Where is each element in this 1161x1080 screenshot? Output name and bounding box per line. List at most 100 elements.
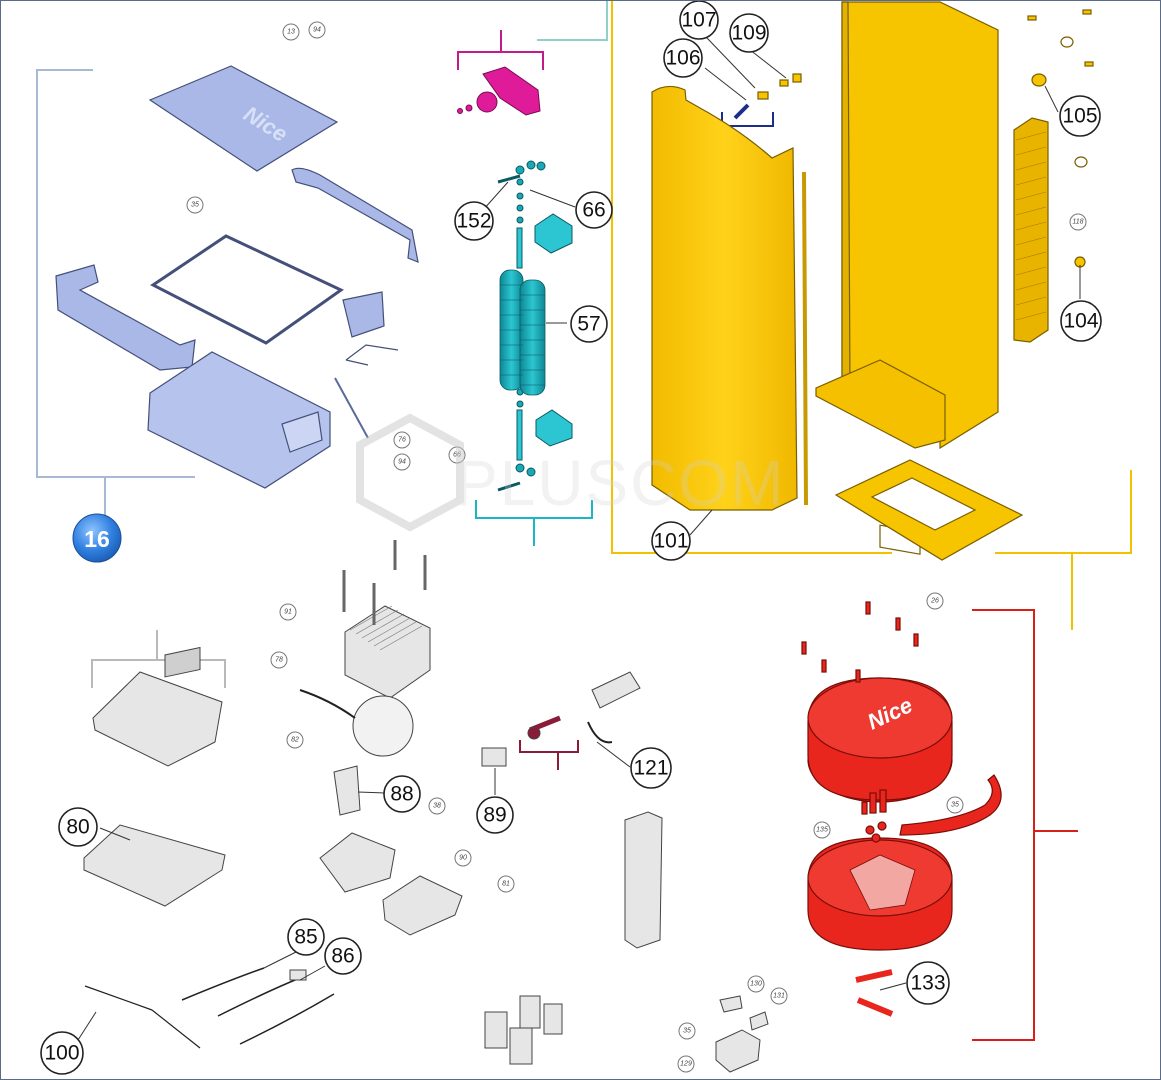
watermark-text: PLUSCOM bbox=[455, 447, 786, 519]
callout-89: 89 bbox=[476, 796, 514, 834]
spring-bracket-bottom bbox=[535, 409, 573, 447]
callout-109: 109 bbox=[729, 13, 769, 53]
svg-text:38: 38 bbox=[433, 803, 441, 810]
part-label-94: 94 bbox=[308, 21, 326, 39]
part-label-90: 90 bbox=[454, 849, 472, 867]
part-label-82: 82 bbox=[286, 731, 304, 749]
left-side-strip bbox=[55, 264, 196, 371]
housing-window bbox=[281, 411, 323, 453]
small-part-labels: 13 94 35 76 94 66 118 26 91 78 82 35 135… bbox=[186, 21, 1087, 1073]
top-lid-panel bbox=[148, 65, 339, 172]
part-label-81: 81 bbox=[497, 875, 515, 893]
svg-text:81: 81 bbox=[502, 881, 510, 888]
callout-86: 86 bbox=[324, 937, 362, 975]
svg-text:152: 152 bbox=[456, 210, 491, 233]
cable-strip bbox=[1013, 117, 1049, 343]
callout-57: 57 bbox=[570, 305, 608, 343]
svg-text:13: 13 bbox=[287, 29, 295, 36]
part-label-35: 35 bbox=[946, 796, 964, 814]
svg-text:133: 133 bbox=[910, 972, 945, 995]
svg-text:89: 89 bbox=[483, 804, 506, 827]
part-label-78: 78 bbox=[270, 651, 288, 669]
callout-80: 80 bbox=[58, 807, 98, 847]
callout-100: 100 bbox=[40, 1031, 84, 1075]
svg-text:26: 26 bbox=[930, 598, 939, 605]
wire-bracket bbox=[345, 344, 399, 366]
svg-text:76: 76 bbox=[398, 437, 406, 444]
part-label-76: 76 bbox=[393, 431, 411, 449]
svg-text:88: 88 bbox=[390, 783, 413, 806]
spring-assembly bbox=[497, 160, 573, 492]
svg-text:100: 100 bbox=[44, 1042, 79, 1065]
svg-text:66: 66 bbox=[582, 199, 605, 222]
part-label-118: 118 bbox=[1069, 213, 1087, 231]
group-badge: 16 bbox=[72, 513, 122, 563]
svg-text:35: 35 bbox=[951, 802, 959, 809]
springs bbox=[499, 269, 546, 396]
part-label-38: 38 bbox=[428, 797, 446, 815]
svg-text:94: 94 bbox=[398, 459, 406, 466]
callouts: 107 109 106 105 66 152 57 104 101 121 88… bbox=[40, 0, 1102, 1075]
part-label-135: 135 bbox=[813, 821, 831, 839]
part-label-13: 13 bbox=[282, 23, 300, 41]
svg-text:131: 131 bbox=[773, 993, 785, 1000]
callout-107: 107 bbox=[679, 0, 719, 40]
callout-85: 85 bbox=[287, 918, 325, 956]
part-label-131: 131 bbox=[770, 987, 788, 1005]
transformer bbox=[344, 605, 431, 699]
svg-text:101: 101 bbox=[653, 530, 688, 553]
svg-text:109: 109 bbox=[731, 22, 766, 45]
part-label-94: 94 bbox=[393, 453, 411, 471]
gasket-frame bbox=[150, 234, 344, 345]
svg-text:57: 57 bbox=[577, 313, 600, 336]
extrusion bbox=[624, 811, 663, 949]
svg-text:130: 130 bbox=[750, 981, 762, 988]
control-board bbox=[92, 671, 223, 767]
watermark: PLUSCOM bbox=[356, 413, 786, 532]
callout-101: 101 bbox=[651, 521, 691, 561]
part-label-130: 130 bbox=[747, 975, 765, 993]
callout-104: 104 bbox=[1060, 300, 1102, 342]
cap-ring-strip bbox=[899, 774, 1002, 836]
small-cover-plate bbox=[342, 291, 385, 338]
svg-text:104: 104 bbox=[1063, 310, 1098, 333]
yellow-cabinet bbox=[651, 1, 1094, 561]
svg-text:91: 91 bbox=[284, 609, 292, 616]
svg-text:106: 106 bbox=[665, 47, 700, 70]
svg-text:118: 118 bbox=[1072, 219, 1083, 226]
cabinet-base bbox=[815, 359, 946, 449]
pin-rod bbox=[334, 377, 369, 439]
callout-133: 133 bbox=[906, 961, 950, 1005]
red-cap-assembly: Nice bbox=[801, 601, 1002, 1017]
part-label-91: 91 bbox=[279, 603, 297, 621]
right-side-strip bbox=[291, 167, 419, 263]
part-label-35: 35 bbox=[678, 1022, 696, 1040]
callout-66: 66 bbox=[575, 191, 613, 229]
part-label-129: 129 bbox=[677, 1055, 695, 1073]
callout-105: 105 bbox=[1059, 95, 1101, 137]
svg-text:35: 35 bbox=[683, 1028, 691, 1035]
callout-88: 88 bbox=[383, 775, 421, 813]
part-label-35: 35 bbox=[186, 196, 204, 214]
svg-text:94: 94 bbox=[313, 27, 321, 34]
svg-text:80: 80 bbox=[66, 816, 89, 839]
svg-text:135: 135 bbox=[816, 827, 828, 834]
part-label-26: 26 bbox=[926, 592, 944, 610]
lid-assembly: Nice bbox=[55, 65, 419, 489]
magenta-bracket bbox=[457, 66, 541, 116]
grey-parts bbox=[83, 540, 769, 1073]
callout-152: 152 bbox=[454, 201, 494, 241]
svg-text:107: 107 bbox=[681, 9, 716, 32]
svg-text:35: 35 bbox=[191, 202, 199, 209]
spring-bracket-top bbox=[534, 213, 573, 254]
svg-text:121: 121 bbox=[633, 757, 668, 780]
callout-121: 121 bbox=[630, 747, 672, 789]
callout-106: 106 bbox=[663, 38, 703, 78]
main-housing bbox=[147, 351, 331, 489]
group-brackets bbox=[36, 0, 1132, 1041]
svg-text:129: 129 bbox=[680, 1061, 692, 1068]
front-panel bbox=[651, 85, 798, 511]
leader-lines bbox=[77, 37, 1081, 1041]
